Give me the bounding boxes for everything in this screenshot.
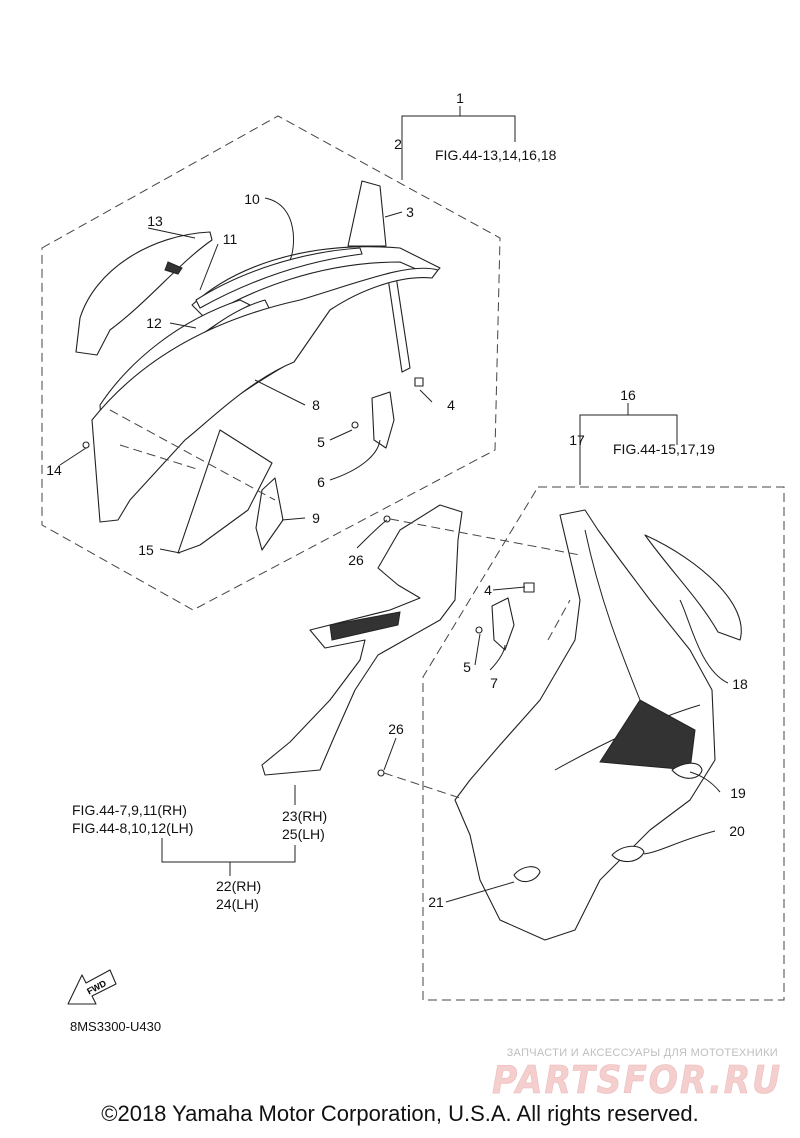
part-9-plate bbox=[255, 477, 284, 551]
part-7-side-bracket bbox=[491, 597, 515, 651]
callouts: 1 2 3 4 5 6 8 9 10 11 12 13 14 15 16 17 … bbox=[46, 90, 748, 910]
part-14-bolt bbox=[82, 441, 90, 449]
part-17-dark-panel bbox=[599, 699, 696, 771]
part-15-mesh-panel bbox=[177, 429, 273, 554]
fig-ref-lower: FIG.44-15,17,19 bbox=[613, 441, 715, 457]
part-23-25-side-panel bbox=[261, 504, 463, 776]
part-5-screw bbox=[351, 421, 359, 429]
diagram-code: 8MS3300-U430 bbox=[70, 1019, 161, 1034]
callout-26-lower: 26 bbox=[388, 721, 404, 737]
callout-6: 6 bbox=[317, 474, 325, 490]
callout-9: 9 bbox=[312, 510, 320, 526]
fig-ref-upper: FIG.44-13,14,16,18 bbox=[435, 147, 557, 163]
part-21-pad bbox=[513, 866, 541, 883]
callout-20: 20 bbox=[729, 823, 745, 839]
callout-13: 13 bbox=[147, 213, 163, 229]
part-4-bracket-rail bbox=[387, 275, 411, 373]
callout-8: 8 bbox=[312, 397, 320, 413]
callout-4-upper: 4 bbox=[447, 397, 455, 413]
part-20-pad bbox=[611, 845, 645, 863]
part-13-side-cover bbox=[75, 231, 213, 356]
callout-19: 19 bbox=[730, 785, 746, 801]
label-23-rh: 23(RH) bbox=[282, 808, 327, 824]
copyright-notice: ©2018 Yamaha Motor Corporation, U.S.A. A… bbox=[101, 1101, 699, 1126]
callout-26-upper: 26 bbox=[348, 552, 364, 568]
callout-15: 15 bbox=[138, 542, 154, 558]
callout-2: 2 bbox=[394, 136, 402, 152]
part-6-side-bracket bbox=[371, 391, 395, 449]
callout-4-lower: 4 bbox=[484, 582, 492, 598]
part-11-trim bbox=[195, 247, 363, 309]
callout-21: 21 bbox=[428, 894, 444, 910]
fig-ref-rh: FIG.44-7,9,11(RH) bbox=[72, 802, 187, 818]
callout-16: 16 bbox=[620, 387, 636, 403]
part-4-lower-clip bbox=[523, 582, 535, 593]
callout-12: 12 bbox=[146, 315, 162, 331]
callout-10: 10 bbox=[244, 191, 260, 207]
part-5-lower-screw bbox=[475, 626, 483, 634]
fig-ref-lh: FIG.44-8,10,12(LH) bbox=[72, 820, 193, 836]
callout-11: 11 bbox=[223, 231, 238, 247]
lower-group-boundary bbox=[422, 486, 785, 1001]
callout-1: 1 bbox=[456, 90, 464, 106]
callout-14: 14 bbox=[46, 462, 62, 478]
part-4-clip bbox=[414, 377, 424, 387]
label-24-lh: 24(LH) bbox=[216, 896, 259, 912]
part-13-slot bbox=[164, 261, 183, 275]
callout-18: 18 bbox=[732, 676, 748, 692]
part-19-pad bbox=[671, 762, 703, 779]
part-18-windshield bbox=[644, 534, 742, 641]
watermark-tagline: ЗАПЧАСТИ И АКСЕССУАРЫ ДЛЯ МОТОТЕХНИКИ bbox=[507, 1047, 778, 1059]
callout-5-lower: 5 bbox=[463, 659, 471, 675]
part-23-25-vents bbox=[329, 611, 401, 641]
label-22-rh: 22(RH) bbox=[216, 878, 261, 894]
leader-lines bbox=[59, 106, 729, 903]
callout-3: 3 bbox=[406, 204, 414, 220]
part-17-main-fairing bbox=[454, 509, 716, 941]
callout-5-upper: 5 bbox=[317, 434, 325, 450]
watermark-logo: PARTSFOR.RU bbox=[492, 1058, 782, 1102]
figure-references: FIG.44-13,14,16,18 FIG.44-15,17,19 FIG.4… bbox=[72, 147, 715, 912]
label-25-lh: 25(LH) bbox=[282, 826, 325, 842]
callout-17: 17 bbox=[569, 432, 585, 448]
part-26-fastener-lower bbox=[377, 769, 385, 777]
upper-body-outline bbox=[91, 267, 439, 523]
part-3-windshield bbox=[347, 180, 387, 247]
upper-group-boundary bbox=[41, 115, 501, 611]
fwd-arrow-icon: FWD bbox=[67, 969, 117, 1005]
watermark: ЗАПЧАСТИ И АКСЕССУАРЫ ДЛЯ МОТОТЕХНИКИ PA… bbox=[492, 1047, 782, 1102]
callout-7: 7 bbox=[490, 675, 498, 691]
